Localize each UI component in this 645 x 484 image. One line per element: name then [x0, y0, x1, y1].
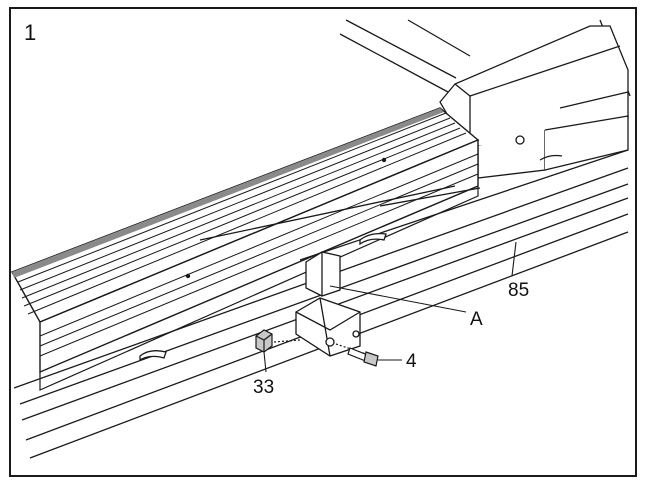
callout-85: 85: [508, 280, 529, 301]
bolt-4: [335, 343, 379, 367]
leader-lines: [263, 241, 517, 373]
diagram-border: [9, 7, 637, 477]
upright-cover: [439, 25, 629, 179]
callout-a: A: [470, 309, 483, 330]
nut-33: [255, 329, 301, 353]
leader-85: [511, 241, 517, 277]
leader-33: [263, 351, 267, 373]
deck-platform: [10, 107, 480, 391]
bracket-a: [295, 251, 361, 357]
callout-33: 33: [253, 377, 274, 398]
leader-a: [329, 285, 467, 313]
callout-4: 4: [406, 351, 417, 372]
step-number: 1: [24, 20, 36, 45]
